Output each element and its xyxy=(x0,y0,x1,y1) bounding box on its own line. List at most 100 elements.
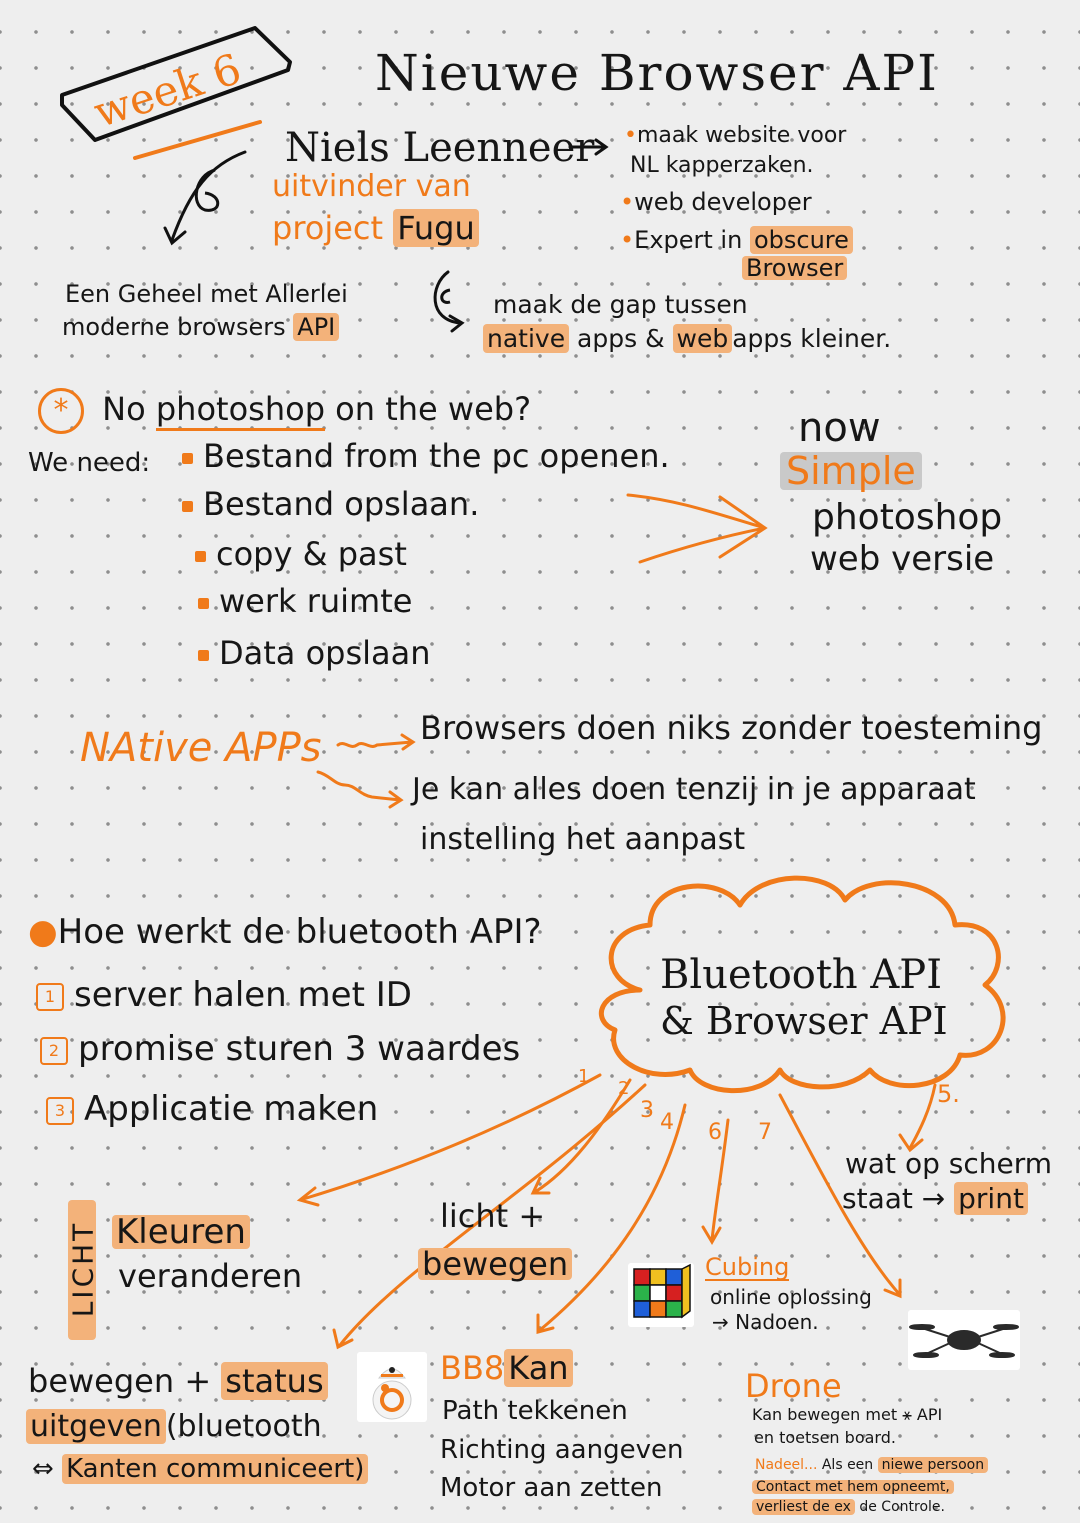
bullet-icon xyxy=(195,550,206,562)
bluetooth-question-text: Hoe werkt de bluetooth API? xyxy=(57,912,542,952)
kleuren-highlight: Kleuren xyxy=(112,1215,250,1249)
obscure-highlight: obscure xyxy=(749,226,853,254)
bewegen-highlight: bewegen xyxy=(418,1248,573,1280)
week-label: week 6 xyxy=(87,43,247,138)
fugu-highlight: Fugu xyxy=(393,209,479,247)
need-item-1: Bestand from the pc openen. xyxy=(182,440,670,472)
print-staat: staat → xyxy=(842,1182,946,1215)
veranderen-text: veranderen xyxy=(118,1257,303,1295)
branch-number: 5. xyxy=(937,1080,960,1108)
bt-step-2: 2 promise sturen 3 waardes xyxy=(40,1032,520,1066)
bullet-icon: ● xyxy=(28,912,58,952)
double-arrow-icon: ⇔ xyxy=(32,1454,54,1484)
bb8-kan-highlight: Kan xyxy=(504,1349,573,1387)
page-title: Nieuwe Browser API xyxy=(375,44,939,102)
api-highlight: API xyxy=(293,313,340,341)
native-point-2-line1: Je kan alles doen tenzij in je apparaat xyxy=(412,772,976,807)
native-point-1: Browsers doen niks zonder toesteming xyxy=(420,709,1043,747)
bt-step-3: 3 Applicatie maken xyxy=(46,1092,378,1126)
licht-plus: licht + xyxy=(440,1197,546,1235)
gap-mid: apps & xyxy=(577,324,665,353)
native-point-2-line2: instelling het aanpast xyxy=(420,822,746,857)
result-now: now xyxy=(798,405,881,451)
need-item-5: Data opslaan xyxy=(198,637,431,669)
fact-3: •Expert in obscure xyxy=(620,226,853,254)
need-text: copy & past xyxy=(216,535,407,573)
branch-number: 2 xyxy=(618,1078,630,1099)
drone-line2: en toetsen board. xyxy=(754,1428,896,1447)
drone-image xyxy=(908,1310,1020,1370)
browser-highlight: Browser xyxy=(742,256,848,280)
fact-1-line1: •maak website voor xyxy=(624,123,847,148)
drone-line1: Kan bewegen met ⚹ API xyxy=(752,1405,943,1424)
bullet-icon xyxy=(182,452,193,464)
native-apps-label: NAtive APPs xyxy=(80,725,322,771)
branch-number: 3 xyxy=(640,1098,654,1123)
question-word: photoshop xyxy=(155,390,325,431)
kanten-highlight: Kanten communiceert) xyxy=(62,1454,369,1484)
inventor-line2: project Fugu xyxy=(272,209,479,247)
drone-als-een: Als een xyxy=(821,1457,874,1473)
we-need-label: We need: xyxy=(28,448,151,478)
speaker-name: Niels Leenneer xyxy=(285,125,595,171)
whole-line1: Een Geheel met Allerlei xyxy=(65,280,348,308)
fact-3-text: Expert in xyxy=(634,226,743,254)
step-text: promise sturen 3 waardes xyxy=(78,1029,521,1069)
question-post: on the web? xyxy=(335,390,532,428)
step-number: 3 xyxy=(46,1096,74,1125)
bb8-image xyxy=(357,1352,427,1422)
web-highlight: web xyxy=(672,324,733,353)
print-highlight: print xyxy=(954,1182,1028,1215)
drone-controle: de Controle. xyxy=(859,1499,945,1515)
need-text: werk ruimte xyxy=(219,582,413,620)
bb8-name: BB8 xyxy=(440,1349,505,1387)
rubiks-cube-image xyxy=(628,1263,694,1327)
uitgeven-rest: (bluetooth xyxy=(165,1409,322,1444)
branch-number: 6 xyxy=(708,1120,722,1145)
licht-vertical: LICHT xyxy=(66,1220,100,1318)
branch-number: 4 xyxy=(660,1110,674,1135)
step-text: Applicatie maken xyxy=(84,1089,379,1129)
step-number: 1 xyxy=(36,982,64,1011)
cloud-line2: & Browser API xyxy=(660,999,948,1043)
need-item-2: Bestand opslaan. xyxy=(182,488,479,520)
need-item-4: werk ruimte xyxy=(198,585,412,617)
bb8-line3: Motor aan zetten xyxy=(440,1473,663,1503)
inventor-project: project xyxy=(272,209,384,247)
drone-title: Drone xyxy=(745,1367,842,1405)
step-number: 2 xyxy=(40,1036,68,1065)
status-bewegen: bewegen + xyxy=(28,1362,212,1400)
cubing-line2: → Nadoen. xyxy=(712,1310,819,1334)
bullet-icon xyxy=(198,597,209,609)
drone-ex-highlight: verliest de ex xyxy=(752,1499,855,1515)
status-highlight: status xyxy=(221,1362,328,1400)
result-simple: Simple xyxy=(780,452,922,490)
cloud-line1: Bluetooth API xyxy=(660,952,943,998)
branch-number: 7 xyxy=(758,1120,772,1145)
bluetooth-question: ●Hoe werkt de bluetooth API? xyxy=(28,915,542,949)
need-text: Bestand from the pc openen. xyxy=(203,437,670,475)
branch-number: 1 xyxy=(578,1066,590,1087)
cubing-line1: online oplossing xyxy=(710,1285,872,1309)
whole-text: moderne browsers xyxy=(62,313,286,341)
result-photoshop: photoshop xyxy=(812,497,1003,538)
print-line1: wat op scherm xyxy=(845,1147,1052,1180)
status-line1: bewegen + status xyxy=(28,1362,328,1400)
status-line2: uitgeven(bluetooth xyxy=(26,1409,322,1444)
gap-end: apps kleiner. xyxy=(732,324,892,353)
need-text: Bestand opslaan. xyxy=(203,485,480,523)
cubing-title: Cubing xyxy=(705,1253,790,1281)
inventor-line1: uitvinder van xyxy=(272,169,471,204)
bb8-line2: Richting aangeven xyxy=(440,1435,684,1465)
bullet-icon xyxy=(198,649,209,661)
bullet-icon xyxy=(182,500,193,512)
whole-line2: moderne browsers API xyxy=(62,313,340,341)
result-web-versie: web versie xyxy=(810,539,995,579)
status-line3: ⇔ Kanten communiceert) xyxy=(32,1454,369,1484)
need-text: Data opslaan xyxy=(219,634,431,672)
drone-line5: verliest de ex de Controle. xyxy=(752,1499,945,1515)
drone-line4: Contact met hem opneemt, xyxy=(752,1480,954,1494)
